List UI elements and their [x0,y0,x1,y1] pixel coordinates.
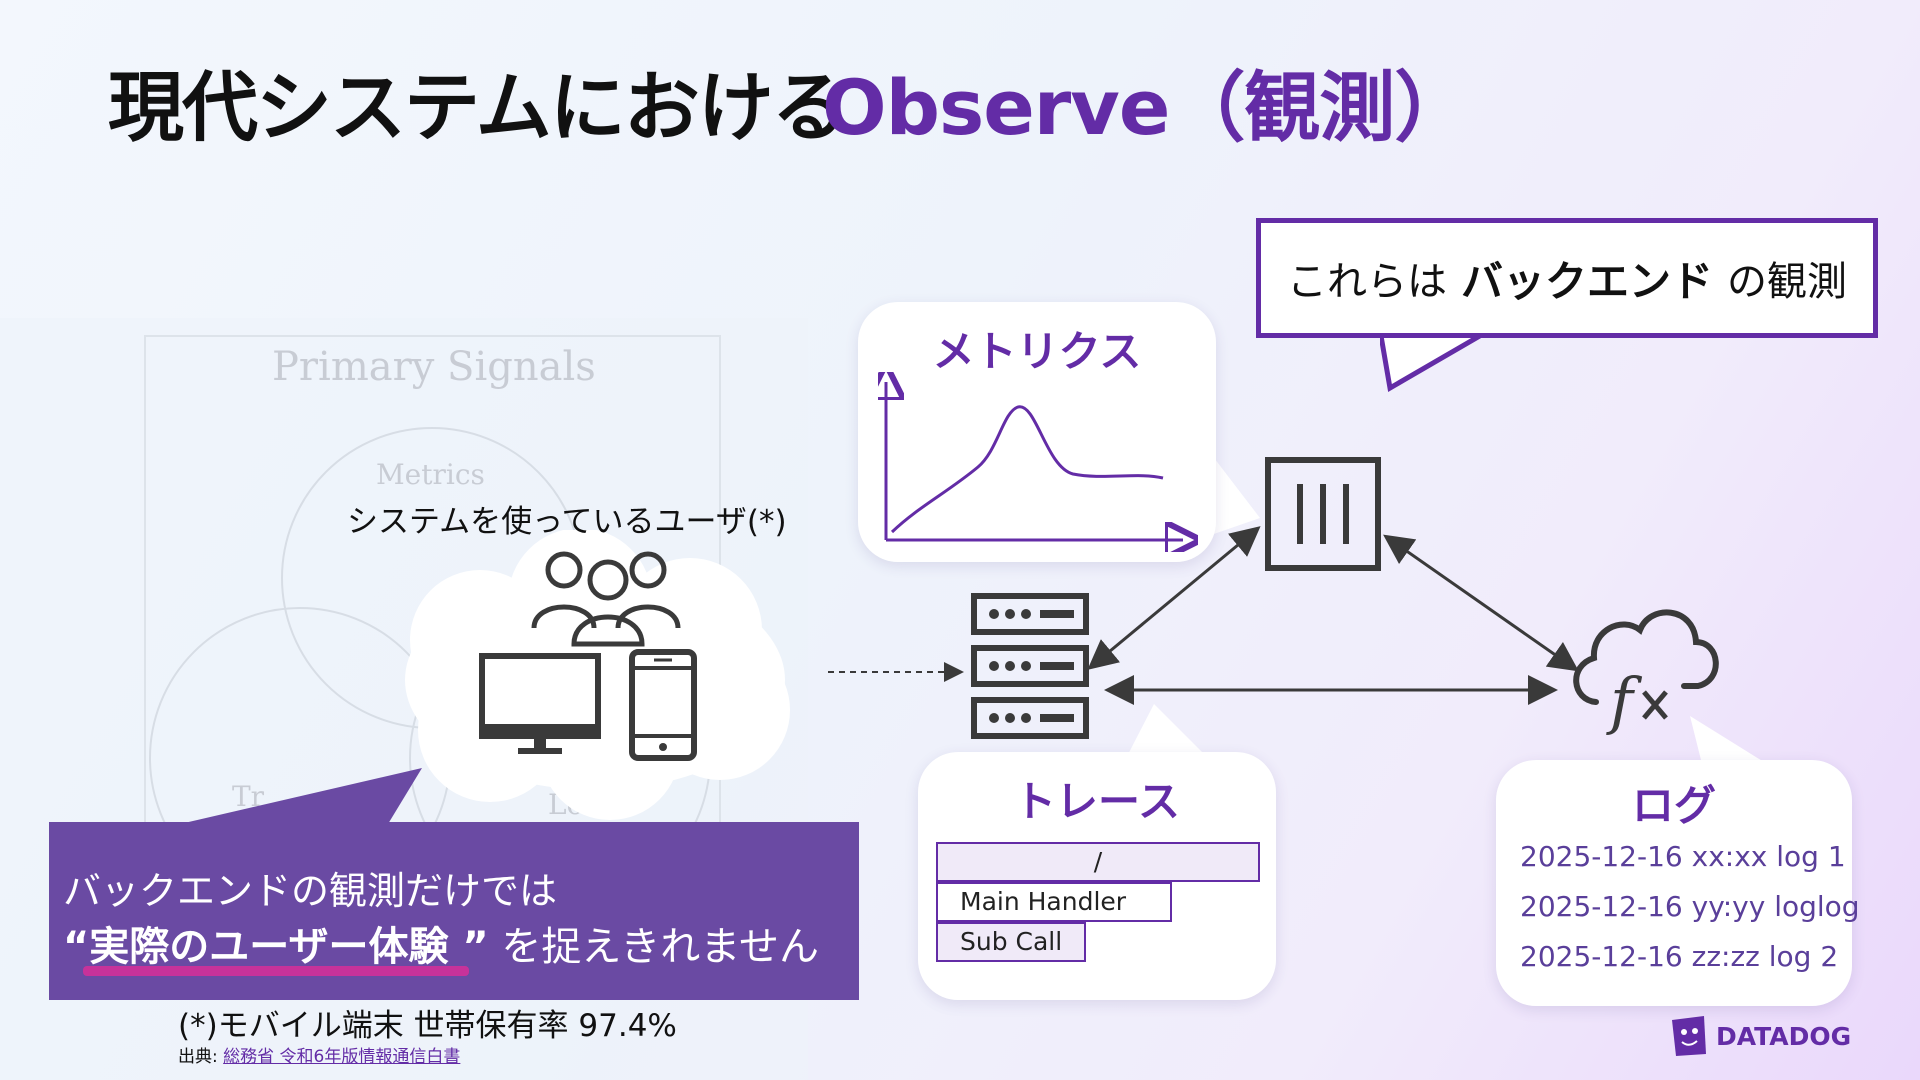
callout-suffix: の観測 [1727,259,1847,305]
traces-bubble: トレース / Main Handler Sub Call [918,752,1276,1000]
logs-heading: ログ [1631,781,1716,830]
callout-bold: バックエンド [1460,256,1713,306]
source-citation: 出典: 総務省 令和6年版情報通信白書 [178,1042,460,1067]
users-label: システムを使っているユーザ(*) [347,504,787,540]
mobile-icon [629,649,697,761]
traces-heading: トレース [1014,777,1180,826]
banner-pointer [180,768,422,824]
message-banner: バックエンドの観測だけでは “実際のユーザー体験 ” を捉えきれません [49,822,859,1000]
banner-close-quote: ” [448,924,489,970]
datadog-dog-icon [1672,1016,1706,1056]
banner-rest: を捉えきれません [488,924,820,970]
logs-bubble: ログ 2025-12-16 xx:xx log 1 2025-12-16 yy:… [1496,760,1860,1006]
trace-span-sub-call: Sub Call [936,922,1086,962]
server-icon [971,593,1089,739]
footnote: (*)モバイル端末 世帯保有率 97.4% [178,1008,677,1044]
desktop-icon [479,653,601,754]
log-line: 2025-12-16 xx:xx log 1 [1520,840,1846,873]
metrics-line [890,405,1164,534]
page-title: 現代システムにおける [108,63,848,152]
metrics-bubble-tail [1208,450,1260,536]
arrow-gateway-to-cloud [1383,534,1579,672]
cloud-function-icon: f [1573,609,1719,736]
backend-callout: これらは バックエンド の観測 [1256,218,1878,338]
arrow-server-to-gateway [1087,526,1261,670]
faded-title: Primary Signals [272,344,596,390]
source-prefix: 出典: [178,1047,218,1067]
log-line: 2025-12-16 zz:zz log 2 [1520,940,1839,973]
metrics-heading: メトリクス [932,327,1142,376]
metrics-bubble: メトリクス [858,302,1216,562]
trace-span-main-handler: Main Handler [936,882,1172,922]
logs-bubble-tail [1690,716,1780,772]
log-line: 2025-12-16 yy:yy loglog [1520,890,1860,923]
gateway-icon [1265,457,1381,571]
datadog-logo: DATADOG [1668,1014,1851,1058]
trace-span-root: / [936,842,1260,882]
brand-name: DATADOG [1716,1021,1852,1051]
banner-line1: バックエンドの観測だけでは [63,869,558,913]
users-group-icon [531,551,681,647]
banner-open-quote: “ [63,924,90,970]
page-title-accent: Observe（観測） [822,63,1470,152]
banner-line2: “実際のユーザー体験 ” を捉えきれません [63,914,819,972]
svg-text:f: f [1606,664,1643,736]
faded-metrics-label: Metrics [376,458,485,491]
banner-highlight: 実際のユーザー体験 [89,924,449,970]
source-link[interactable]: 総務省 令和6年版情報通信白書 [223,1047,461,1067]
callout-prefix: これらは [1286,259,1447,305]
